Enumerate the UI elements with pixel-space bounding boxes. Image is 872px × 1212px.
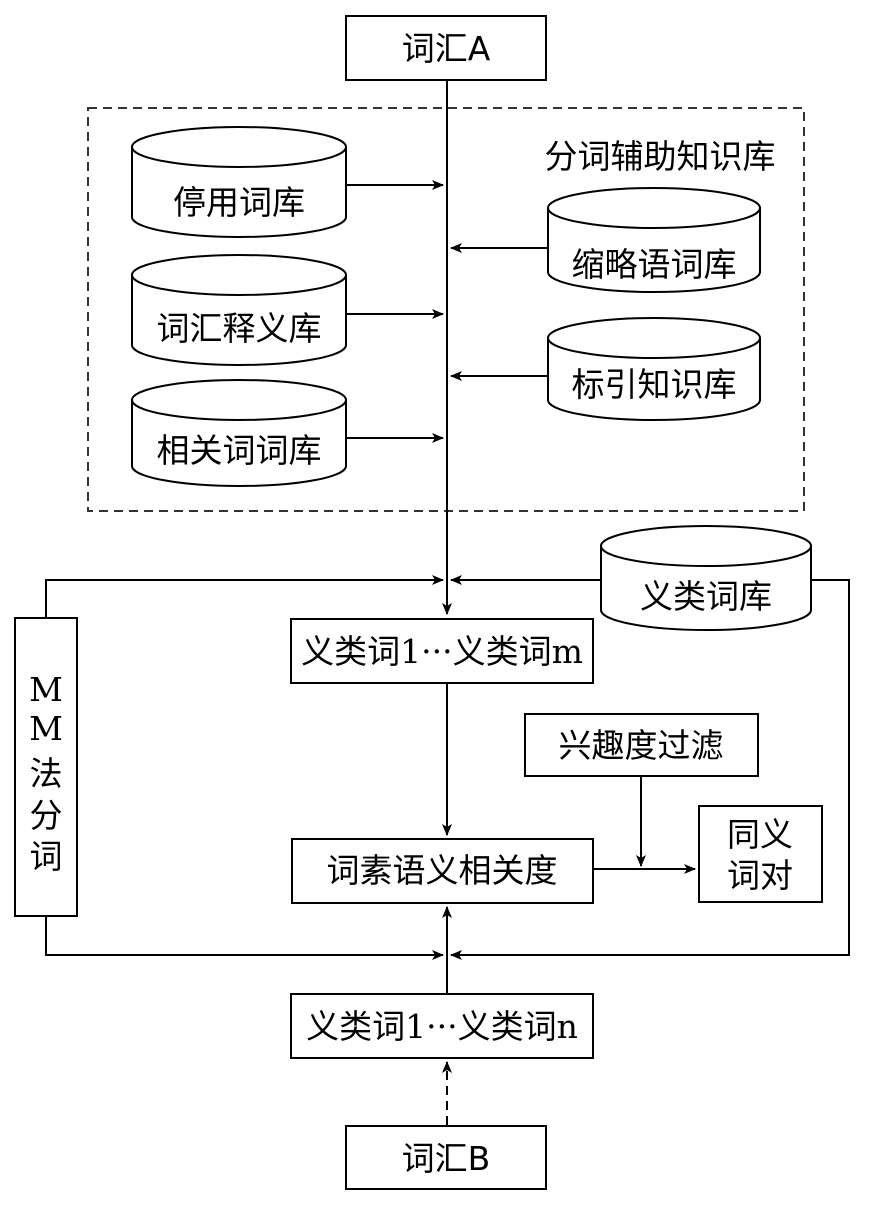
abbrev-db-label: 缩略语词库 <box>572 245 737 284</box>
explain-db-cylinder: 词汇释义库 <box>131 254 347 366</box>
mm-line-3: 法 <box>30 754 63 793</box>
word-b-node: 词汇B <box>345 1125 547 1190</box>
mm-line-1: M <box>29 670 63 709</box>
word-a-label: 词汇A <box>402 29 491 68</box>
synonym-pair-line-1: 同义 <box>727 815 793 854</box>
interest-filter-label: 兴趣度过滤 <box>559 726 724 765</box>
word-a-node: 词汇A <box>345 15 547 81</box>
class-words-m-label: 义类词1···义类词m <box>301 632 583 671</box>
index-kb-label: 标引知识库 <box>572 365 737 404</box>
morpheme-relevance-node: 词素语义相关度 <box>291 838 594 904</box>
synonym-class-db-cylinder: 义类词库 <box>600 525 812 631</box>
related-db-label: 相关词词库 <box>157 431 322 470</box>
related-db-cylinder: 相关词词库 <box>131 379 347 487</box>
stopword-db-label: 停用词库 <box>173 183 305 222</box>
stopword-db-cylinder: 停用词库 <box>131 126 347 238</box>
synonym-class-db-label: 义类词库 <box>640 577 772 616</box>
mm-line-4: 分 <box>30 796 63 835</box>
word-b-label: 词汇B <box>402 1139 491 1178</box>
class-db-bottom-connector <box>450 579 850 960</box>
morpheme-relevance-label: 词素语义相关度 <box>327 851 558 890</box>
index-kb-cylinder: 标引知识库 <box>547 317 761 421</box>
mm-top-connector <box>45 575 444 618</box>
class-words-m-node: 义类词1···义类词m <box>290 618 594 684</box>
class-words-n-label: 义类词1···义类词n <box>306 1007 578 1046</box>
class-words-n-node: 义类词1···义类词n <box>290 993 594 1059</box>
synonym-pair-node: 同义 词对 <box>698 805 823 903</box>
kb-title: 分词辅助知识库 <box>545 137 776 176</box>
mm-line-2: M <box>29 709 63 748</box>
mm-segmentation-node: M M 法 分 词 <box>14 617 78 917</box>
mm-bottom-connector <box>45 916 444 960</box>
explain-db-label: 词汇释义库 <box>157 309 322 348</box>
synonym-pair-line-2: 词对 <box>727 856 793 895</box>
abbrev-db-cylinder: 缩略语词库 <box>547 187 761 293</box>
mm-line-5: 词 <box>30 837 63 876</box>
interest-filter-node: 兴趣度过滤 <box>524 713 759 777</box>
